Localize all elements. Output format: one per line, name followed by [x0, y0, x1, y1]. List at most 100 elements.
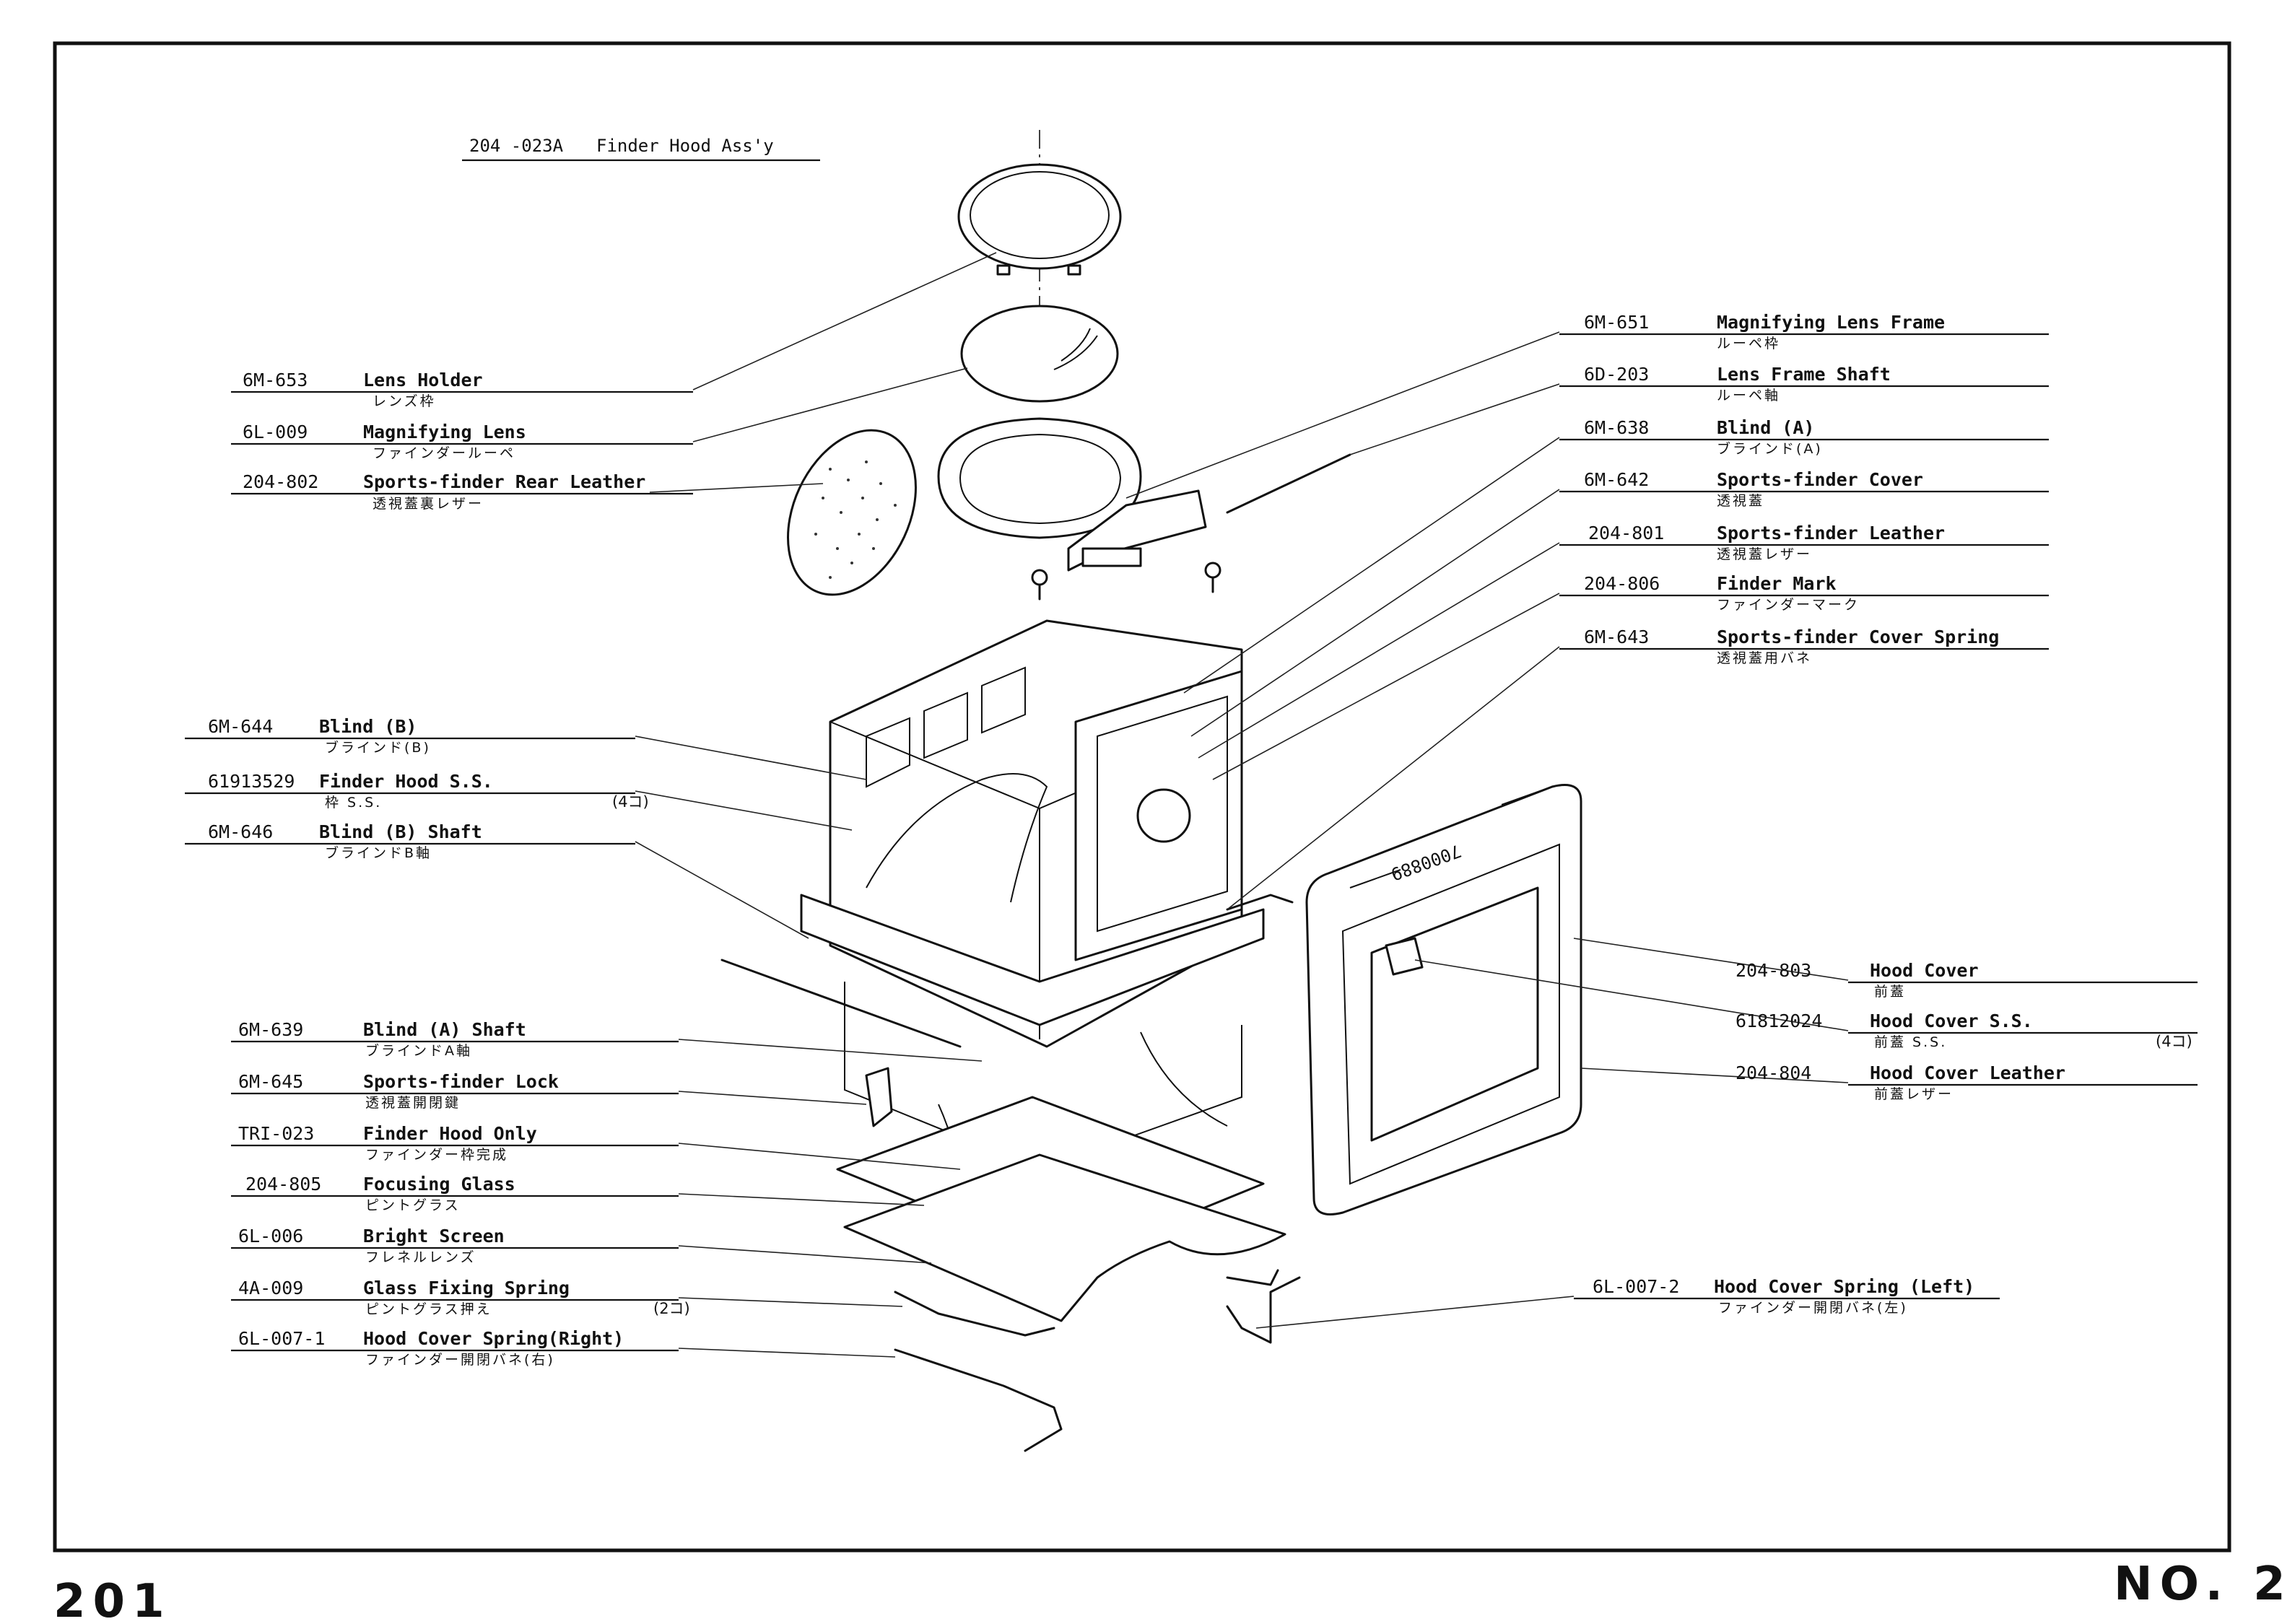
callout-hood-cover-ss: 61812024 Hood Cover S.S. 前蓋 S.S. (4コ)	[1736, 1010, 2198, 1050]
hood-cover-spring-right-part-name: Hood Cover Spring(Right)	[363, 1328, 624, 1349]
bright-screen-part-name: Bright Screen	[363, 1226, 505, 1247]
lens-frame-shaft-part-name: Lens Frame Shaft	[1717, 364, 1891, 385]
lens-holder-part-number: 6M-653	[243, 370, 308, 390]
hood-cover-ss-quantity: (4コ)	[2156, 1033, 2192, 1050]
callout-hood-cover-leather: 204-804 Hood Cover Leather 前蓋レザー	[1736, 1062, 2198, 1102]
page-number: 201	[53, 1575, 172, 1624]
blind-b-part-name: Blind (B)	[319, 716, 417, 737]
rear-leather-drawing	[787, 429, 917, 596]
lens-frame-shaft-part-number: 6D-203	[1584, 364, 1649, 385]
callout-blind-b-shaft: 6M-646 Blind (B) Shaft ブラインドB軸	[185, 821, 635, 861]
sf-cover-part-name: Sports-finder Cover	[1717, 469, 1923, 490]
finder-hood-ss-part-name-jp: 枠 S.S.	[325, 795, 382, 811]
sheet-border	[53, 41, 2231, 1553]
callout-sf-cover-spring: 6M-643 Sports-finder Cover Spring 透視蓋用バネ	[1559, 627, 2049, 666]
magnifying-lens-part-name-jp: ファインダールーペ	[373, 445, 515, 461]
sf-rear-leather-part-name: Sports-finder Rear Leather	[363, 471, 645, 492]
callout-magnifying-lens-frame: 6M-651 Magnifying Lens Frame ルーペ枠	[1559, 312, 2049, 352]
hood-cover-part-number: 204-803	[1736, 960, 1811, 981]
sf-leather-part-number: 204-801	[1588, 523, 1664, 543]
bright-screen-part-number: 6L-006	[238, 1226, 303, 1247]
callout-hood-cover: 204-803 Hood Cover 前蓋	[1736, 960, 2198, 1000]
lens-frame-drawing	[937, 417, 1207, 572]
blind-b-part-name-jp: ブラインド(B)	[325, 739, 431, 756]
sf-rear-leather-part-number: 204-802	[243, 471, 318, 492]
blind-a-shaft-part-number: 6M-639	[238, 1019, 303, 1040]
glass-fixing-spring-part-name-jp: ピントグラス押え	[365, 1301, 492, 1317]
blind-a-part-name: Blind (A)	[1717, 417, 1814, 438]
glass-fixing-spring-part-number: 4A-009	[238, 1278, 303, 1298]
hood-cover-ss-part-number: 61812024	[1736, 1010, 1822, 1031]
callout-finder-mark: 204-806 Finder Mark ファインダーマーク	[1559, 573, 2049, 613]
sf-cover-part-number: 6M-642	[1584, 469, 1649, 490]
sf-rear-leather-part-name-jp: 透視蓋裏レザー	[373, 496, 484, 512]
hood-cover-ss-part-name-jp: 前蓋 S.S.	[1874, 1034, 1947, 1050]
callout-labels: 6M-653 Lens Holder レンズ枠 6L-009 Magnifyin…	[185, 312, 2198, 1368]
callout-hood-cover-spring-left: 6L-007-2 Hood Cover Spring (Left) ファインダー…	[1574, 1276, 2000, 1316]
lens-holder-part-name-jp: レンズ枠	[373, 393, 436, 409]
hood-cover-part-name-jp: 前蓋	[1874, 984, 1906, 1000]
blind-b-shaft-part-name: Blind (B) Shaft	[319, 821, 482, 842]
sf-lock-part-name-jp: 透視蓋開閉鍵	[365, 1095, 461, 1111]
plates-drawing	[836, 1096, 1286, 1322]
focusing-glass-part-name-jp: ピントグラス	[365, 1197, 461, 1213]
callout-sf-rear-leather: 204-802 Sports-finder Rear Leather 透視蓋裏レ…	[231, 471, 693, 512]
finder-hood-only-part-number: TRI-023	[238, 1123, 314, 1144]
hood-cover-spring-right-part-name-jp: ファインダー開閉バネ(右)	[365, 1352, 555, 1368]
finder-hood-ss-quantity: (4コ)	[612, 793, 649, 811]
hood-cover-spring-left-part-name-jp: ファインダー開閉バネ(左)	[1718, 1300, 1908, 1316]
assembly-number: 204 -023A	[469, 136, 564, 156]
glass-fixing-spring-part-name: Glass Fixing Spring	[363, 1278, 570, 1298]
hood-cover-part-name: Hood Cover	[1870, 960, 1979, 981]
finder-mark-part-name: Finder Mark	[1717, 573, 1837, 594]
blind-b-shaft-part-name-jp: ブラインドB軸	[325, 844, 432, 861]
sf-leather-part-name: Sports-finder Leather	[1717, 523, 1945, 543]
focusing-glass-part-number: 204-805	[245, 1174, 321, 1195]
magnifying-lens-frame-part-name-jp: ルーペ枠	[1717, 336, 1780, 352]
callout-finder-hood-only: TRI-023 Finder Hood Only ファインダー枠完成	[231, 1123, 679, 1163]
exploded-view-artwork: 7000889	[720, 130, 1582, 1452]
callout-bright-screen: 6L-006 Bright Screen フレネルレンズ	[231, 1226, 679, 1265]
callout-magnifying-lens: 6L-009 Magnifying Lens ファインダールーペ	[231, 422, 693, 461]
callout-lens-holder: 6M-653 Lens Holder レンズ枠	[231, 370, 693, 409]
callout-finder-hood-ss: 61913529 Finder Hood S.S. 枠 S.S. (4コ)	[185, 771, 649, 811]
hood-cover-leather-part-number: 204-804	[1736, 1062, 1811, 1083]
callout-hood-cover-spring-right: 6L-007-1 Hood Cover Spring(Right) ファインダー…	[231, 1328, 679, 1368]
callout-sf-cover: 6M-642 Sports-finder Cover 透視蓋	[1559, 469, 2049, 509]
magnifying-lens-frame-part-number: 6M-651	[1584, 312, 1649, 333]
callout-blind-a-shaft: 6M-639 Blind (A) Shaft ブラインドA軸	[231, 1019, 679, 1059]
focusing-glass-part-name: Focusing Glass	[363, 1174, 515, 1195]
lens-holder-drawing	[957, 163, 1122, 276]
callout-lens-frame-shaft: 6D-203 Lens Frame Shaft ルーペ軸	[1559, 364, 2049, 403]
callout-blind-a: 6M-638 Blind (A) ブラインド(A)	[1559, 417, 2049, 457]
sf-leather-part-name-jp: 透視蓋レザー	[1717, 546, 1812, 562]
hood-cover-spring-right-part-number: 6L-007-1	[238, 1328, 325, 1349]
hood-cover-drawing: 7000889	[1305, 784, 1582, 1215]
magnifying-lens-drawing	[960, 305, 1119, 403]
blind-a-part-number: 6M-638	[1584, 417, 1649, 438]
callout-blind-b: 6M-644 Blind (B) ブラインド(B)	[185, 716, 635, 756]
sheet-number: NO. 2	[2114, 1558, 2282, 1611]
lens-frame-shaft-part-name-jp: ルーペ軸	[1717, 388, 1780, 403]
sf-lock-part-name: Sports-finder Lock	[363, 1071, 559, 1092]
finder-mark-part-name-jp: ファインダーマーク	[1717, 597, 1860, 613]
magnifying-lens-part-name: Magnifying Lens	[363, 422, 526, 442]
sf-cover-spring-part-name: Sports-finder Cover Spring	[1717, 627, 1999, 647]
callout-sf-lock: 6M-645 Sports-finder Lock 透視蓋開閉鍵	[231, 1071, 679, 1111]
leader-lines	[635, 252, 1849, 1358]
assembly-name: Finder Hood Ass'y	[596, 136, 774, 156]
callout-sf-leather: 204-801 Sports-finder Leather 透視蓋レザー	[1559, 523, 2049, 562]
hood-cover-leather-part-name: Hood Cover Leather	[1870, 1062, 2065, 1083]
hood-cover-leather-part-name-jp: 前蓋レザー	[1874, 1086, 1954, 1102]
finder-hood-ss-part-number: 61913529	[208, 771, 295, 792]
sf-cover-spring-part-number: 6M-643	[1584, 627, 1649, 647]
hood-cover-ss-part-name: Hood Cover S.S.	[1870, 1010, 2033, 1031]
finder-hood-only-part-name-jp: ファインダー枠完成	[365, 1147, 508, 1163]
hood-cover-spring-left-part-name: Hood Cover Spring (Left)	[1714, 1276, 1974, 1297]
sf-lock-part-number: 6M-645	[238, 1071, 303, 1092]
blind-a-shaft-part-name: Blind (A) Shaft	[363, 1019, 526, 1040]
finder-hood-ss-part-name: Finder Hood S.S.	[319, 771, 493, 792]
sf-cover-part-name-jp: 透視蓋	[1717, 493, 1764, 509]
magnifying-lens-part-number: 6L-009	[243, 422, 308, 442]
